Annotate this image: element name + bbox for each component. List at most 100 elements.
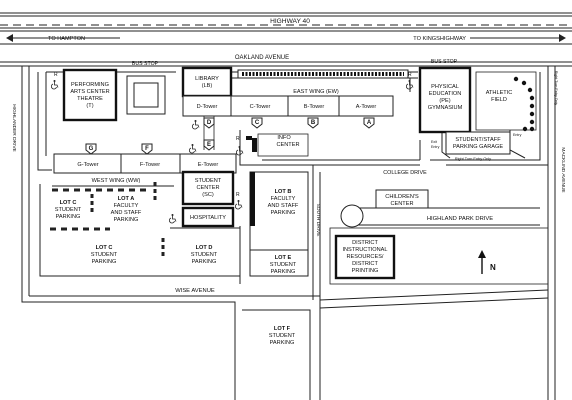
lot-label: STUDENT: [269, 333, 296, 339]
lot-f-area: [242, 309, 311, 400]
marker-g[interactable]: G: [85, 143, 97, 155]
info-center-label: CENTER: [277, 142, 300, 148]
lot-label: PARKING: [270, 340, 295, 346]
library-label: LIBRARY: [195, 76, 219, 82]
district-building[interactable]: DISTRICT INSTRUCTIONAL RESOURCES/ DISTRI…: [334, 234, 396, 280]
theatre-label: THEATRE: [77, 96, 103, 102]
to-hampton-label: TO HAMPTON: [48, 36, 85, 42]
c-tower-label: C-Tower: [250, 104, 271, 110]
restroom-icon: R: [236, 136, 240, 142]
lot-label: PARKING: [56, 214, 81, 220]
district-label: DISTRICT: [352, 240, 378, 246]
marker-d[interactable]: D: [203, 117, 215, 129]
info-center[interactable]: INFO CENTER: [246, 133, 309, 157]
athletic-field[interactable]: ATHLETIC FIELD: [475, 71, 537, 132]
student-center[interactable]: STUDENT CENTER (SC): [181, 170, 235, 206]
marker-a[interactable]: A: [363, 117, 375, 129]
theatre-building[interactable]: PERFORMING ARTS CENTER THEATRE (T): [62, 68, 118, 122]
a-tower-label: A-Tower: [356, 104, 377, 110]
lot-b-label: LOT B: [275, 189, 292, 195]
lot-d[interactable]: LOT D STUDENT PARKING: [191, 245, 218, 265]
east-wing-label: EAST WING (EW): [293, 89, 339, 95]
west-wing[interactable]: G-Tower F-Tower E-Tower WEST WING (WW): [53, 153, 237, 184]
direction-arrows: TO HAMPTON TO KINGSHIGHWAY: [6, 34, 566, 42]
oakland-avenue: OAKLAND AVENUE BUS STOP BUS STOP: [0, 55, 572, 67]
accessible-parking-icon: [51, 80, 59, 90]
b-tower-label: B-Tower: [304, 104, 325, 110]
e-tower-label: E-Tower: [198, 162, 219, 168]
macklind-avenue: MACKLIND AVENUE: [547, 66, 566, 400]
lot-label: FACULTY: [114, 203, 139, 209]
lot-label: AND STAFF: [268, 203, 299, 209]
college-drive-label: COLLEGE DRIVE: [383, 170, 427, 176]
bus-stop-label: BUS STOP: [431, 59, 458, 65]
marker-e[interactable]: E: [203, 139, 215, 151]
lot-f-label: LOT F: [274, 326, 291, 332]
accessible-parking-icon: [406, 80, 414, 90]
lot-label: STUDENT: [191, 252, 218, 258]
lot-label: PARKING: [271, 210, 296, 216]
childrens-center-label: CENTER: [391, 201, 414, 207]
highway-40: HIGHWAY 40: [0, 12, 572, 45]
pe-label: (PE): [439, 98, 450, 104]
highlander-drive-label: HIGHLANDER DRIVE: [11, 104, 17, 151]
highway-arrow-icon: [559, 34, 566, 42]
lot-label: STUDENT: [270, 262, 297, 268]
lot-e[interactable]: LOT E STUDENT PARKING: [270, 255, 297, 275]
right-turn-exit-label: Right Turn Entry Only: [554, 71, 558, 106]
lot-c-top[interactable]: LOT C STUDENT PARKING: [55, 200, 82, 220]
lot-label: PARKING: [192, 259, 217, 265]
accessible-parking-icon: [189, 144, 197, 154]
highway-label: HIGHWAY 40: [270, 18, 310, 25]
svg-text:G: G: [89, 146, 94, 152]
lot-c-label: LOT C: [96, 245, 113, 251]
lot-label: FACULTY: [271, 196, 296, 202]
lot-a-label: LOT A: [118, 196, 135, 202]
garage-label: PARKING GARAGE: [453, 144, 504, 150]
library-building[interactable]: LIBRARY (LB): [181, 66, 233, 98]
courtyard: [126, 75, 166, 115]
theatre-label: PERFORMING: [71, 82, 109, 88]
accessible-parking-icon: [192, 120, 200, 130]
marker-f[interactable]: F: [141, 143, 153, 155]
accessible-parking-icon: [236, 146, 244, 156]
east-wing[interactable]: D-Tower C-Tower B-Tower A-Tower EAST WIN…: [182, 89, 394, 117]
hospitality[interactable]: HOSPITALITY: [181, 206, 235, 228]
parking-garage[interactable]: STUDENT/STAFF PARKING GARAGE: [445, 131, 511, 155]
student-center-label: CENTER: [197, 185, 220, 191]
oakland-avenue-label: OAKLAND AVENUE: [235, 55, 289, 61]
entry-label: Entry: [513, 133, 522, 137]
district-label: PRINTING: [352, 268, 379, 274]
library-label: (LB): [202, 83, 213, 89]
wise-avenue: WISE AVENUE: [21, 288, 549, 400]
right-turn-entry-label: Right Turn Entry Only: [455, 157, 491, 161]
pe-gymnasium[interactable]: PHYSICAL EDUCATION (PE) GYMNASIUM: [418, 66, 472, 134]
lot-f[interactable]: LOT F STUDENT PARKING: [269, 326, 296, 346]
childrens-center[interactable]: CHILDREN'S CENTER: [375, 189, 429, 209]
district-label: INSTRUCTIONAL: [342, 247, 387, 253]
restroom-icon: R: [236, 192, 240, 198]
lot-label: STUDENT: [55, 207, 82, 213]
svg-text:E: E: [207, 142, 211, 148]
pe-label: GYMNASIUM: [428, 105, 463, 111]
lot-c-label: LOT C: [60, 200, 77, 206]
east-wing-colonnade: [237, 69, 409, 79]
pe-label: PHYSICAL: [431, 84, 459, 90]
lot-e-label: LOT E: [275, 255, 292, 261]
g-tower-label: G-Tower: [77, 162, 98, 168]
garage-label: STUDENT/STAFF: [455, 137, 501, 143]
highway-arrow-icon: [6, 34, 13, 42]
highland-park-drive: HIGHLAND PARK DRIVE: [340, 204, 540, 228]
marker-c[interactable]: C: [251, 117, 263, 129]
district-label: RESOURCES/: [347, 254, 384, 260]
student-center-label: STUDENT: [195, 178, 222, 184]
marker-b[interactable]: B: [307, 117, 319, 129]
lot-a[interactable]: LOT A FACULTY AND STAFF PARKING: [111, 196, 142, 223]
svg-text:A: A: [367, 120, 372, 126]
lot-c-bottom[interactable]: LOT C STUDENT PARKING: [91, 245, 118, 265]
entry-label: Entry: [431, 145, 440, 149]
south-drive: SOUTH DRIVE: [312, 165, 321, 400]
accessible-parking-icon: [235, 200, 243, 210]
lot-b[interactable]: LOT B FACULTY AND STAFF PARKING: [268, 189, 299, 216]
childrens-center-label: CHILDREN'S: [385, 194, 419, 200]
